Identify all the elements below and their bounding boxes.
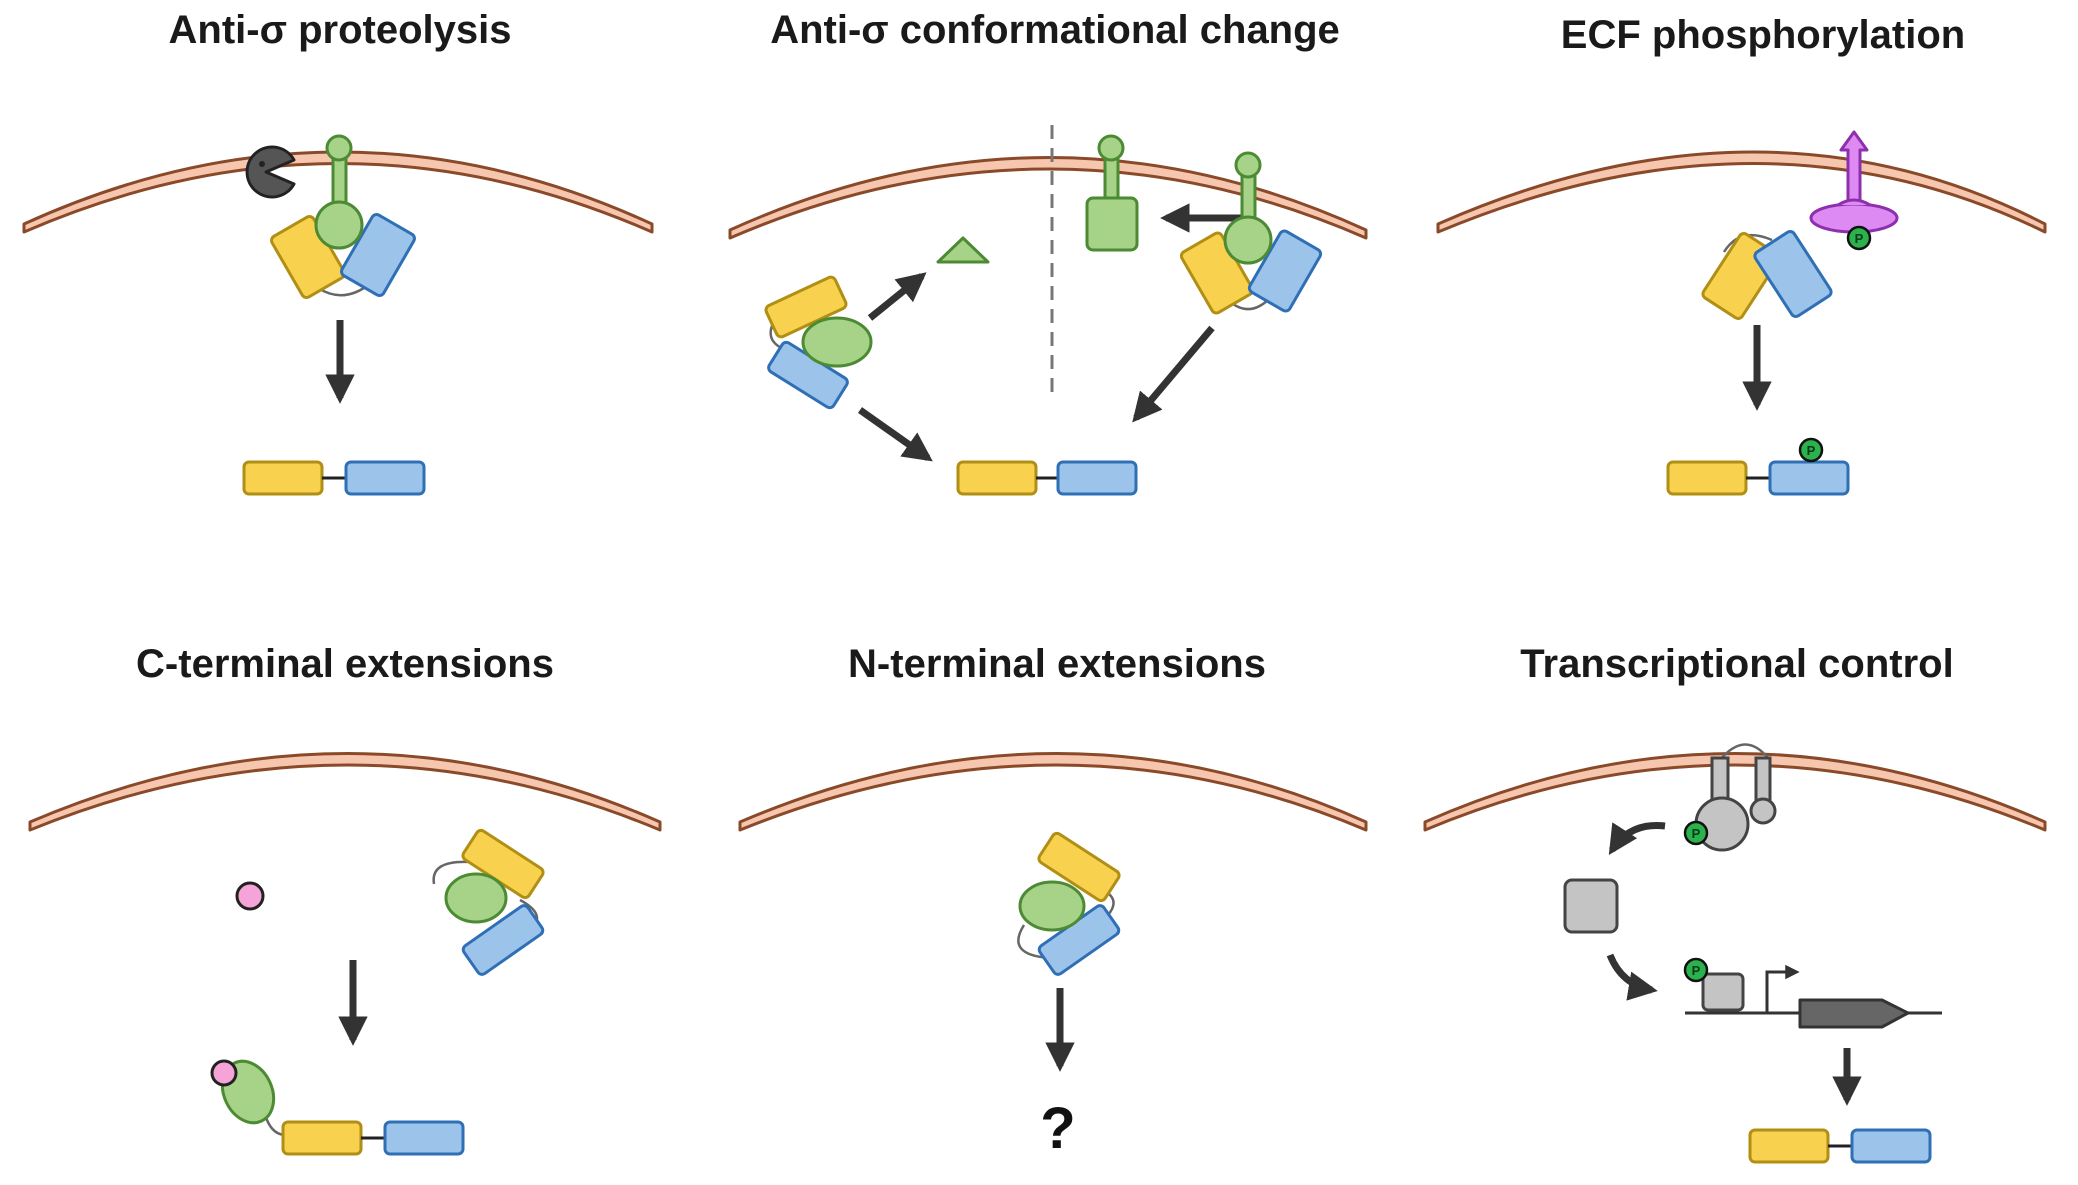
panel-title-ecf-phosphorylation: ECF phosphorylation (1561, 13, 1965, 57)
arrow (1608, 822, 1666, 855)
panel-n-terminal-extensions: ? (1017, 831, 1121, 1161)
panel-anti-sigma-proteolysis (242, 134, 426, 496)
panel-transcriptional-control: P P (1563, 743, 1942, 1164)
phosphate-icon (1683, 957, 1709, 983)
ligand-circle (235, 881, 265, 911)
response-regulator (1563, 878, 1619, 934)
panel-title-transcriptional-control: Transcriptional control (1520, 642, 1953, 686)
membrane (738, 752, 1368, 832)
sigma-with-c-terminal-extension (432, 828, 545, 976)
phosphate-icon (1683, 820, 1709, 846)
free-ecf-sigma (1666, 460, 1850, 496)
phosphate-icon (1798, 437, 1824, 463)
phosphate-icon (1846, 225, 1872, 251)
ligand-triangle (936, 236, 990, 264)
anti-sigma-factor (1085, 134, 1139, 252)
membrane (1436, 150, 2047, 234)
membrane (22, 150, 654, 234)
arrow (857, 407, 933, 462)
arrow (867, 272, 927, 321)
panel-title-n-terminal-extensions: N-terminal extensions (848, 642, 1266, 686)
sigma-anti-sigma-complex (1179, 151, 1323, 315)
promoter-arrow-icon (1765, 970, 1788, 1013)
panel-anti-sigma-conformational-change (764, 125, 1323, 496)
extended-free-sigma (210, 1059, 465, 1156)
free-ecf-sigma (1748, 1128, 1932, 1164)
panel-ecf-phosphorylation: P P (1666, 130, 1899, 496)
phosphate-label: P (1692, 963, 1701, 978)
anti-sigma-factor (314, 134, 364, 250)
panel-title-anti-sigma-conformational-change: Anti-σ conformational change (770, 8, 1340, 52)
free-ecf-sigma (242, 460, 426, 496)
arrow (1132, 325, 1215, 423)
sigma-with-n-terminal-extension (1017, 831, 1121, 976)
phosphate-label: P (1692, 826, 1701, 841)
arrow (1606, 953, 1658, 1001)
membrane (28, 752, 662, 832)
panel-title-c-terminal-extensions: C-terminal extensions (136, 642, 554, 686)
phosphate-label: P (1807, 443, 1816, 458)
phosphate-label: P (1855, 231, 1864, 246)
membrane (728, 156, 1368, 240)
phospho-response-regulator (1701, 972, 1745, 1012)
panel-title-anti-sigma-proteolysis: Anti-σ proteolysis (169, 8, 512, 52)
membrane (1423, 752, 2047, 832)
protease-pacman-icon (245, 145, 296, 199)
free-ecf-sigma (956, 460, 1138, 496)
kinase (1809, 130, 1899, 234)
sigma4-domain (1753, 230, 1833, 318)
sigma-anti-sigma-complex (764, 275, 873, 410)
sensor-kinase (1694, 743, 1777, 852)
gene-arrow-icon (1798, 998, 1910, 1029)
unknown-mechanism-mark: ? (1040, 1096, 1075, 1161)
sigma4-domain (340, 213, 416, 297)
panel-c-terminal-extensions (210, 828, 545, 1156)
